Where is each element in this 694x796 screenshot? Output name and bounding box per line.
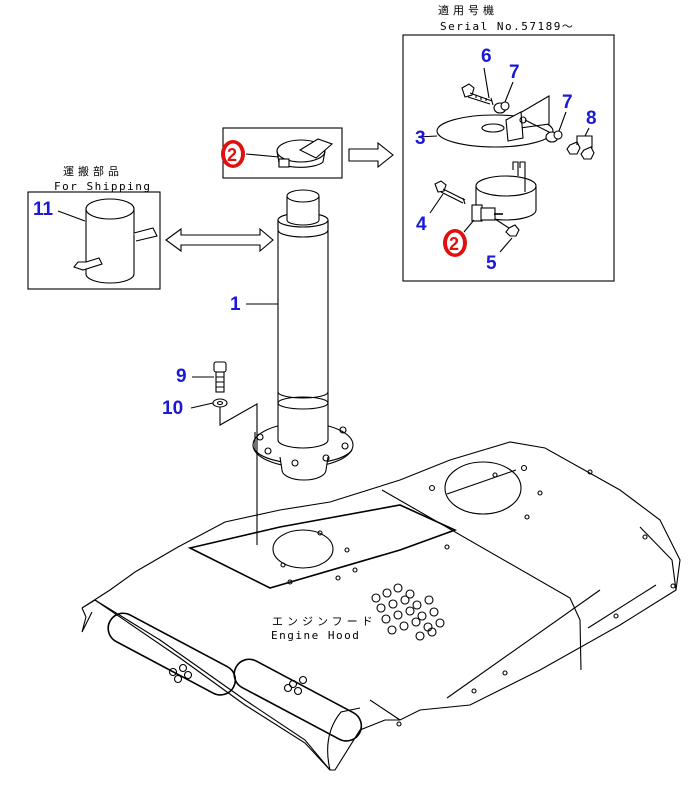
mounting-leader-line xyxy=(219,403,258,545)
shipping-caption-en: For Shipping xyxy=(54,180,151,193)
clamp-band-part xyxy=(471,161,537,222)
callout-3: 3 xyxy=(415,128,426,149)
plate-part-3 xyxy=(436,95,554,148)
exhaust-pipe-part-1 xyxy=(252,189,354,481)
callout-11: 11 xyxy=(33,199,54,220)
nut-part-5 xyxy=(494,218,520,237)
callout-7-upper: 7 xyxy=(509,62,520,83)
nut-part-8 xyxy=(566,127,595,160)
hood-label-en: Engine Hood xyxy=(271,629,360,642)
callout-4: 4 xyxy=(416,214,427,235)
callout-7-lower: 7 xyxy=(562,92,573,113)
vent-holes xyxy=(168,583,445,696)
arrow-right-icon xyxy=(348,141,394,169)
bolt-part-9 xyxy=(213,361,227,393)
collar-part-7-upper xyxy=(493,101,510,114)
double-arrow-icon xyxy=(165,227,274,253)
callout-2-cap: 2 xyxy=(227,145,237,165)
collar-part-7-lower xyxy=(524,119,563,143)
serial-detail-frame xyxy=(402,34,615,282)
serial-caption-en: Serial No.57189～ xyxy=(440,20,574,33)
callout-2-detail: 2 xyxy=(449,234,459,254)
shipping-caption-jp: 運搬部品 xyxy=(63,164,123,178)
rain-cap-part xyxy=(276,138,334,168)
washer-part-10 xyxy=(212,398,228,408)
shipping-frame xyxy=(27,191,161,290)
bolt-part-6 xyxy=(461,83,494,106)
serial-detail-panel: 適用号機 Serial No.57189～ 6 7 3 xyxy=(402,3,615,282)
engine-hood-part: エンジンフード Engine Hood xyxy=(81,441,681,771)
callout-6: 6 xyxy=(481,46,492,67)
mount-holes xyxy=(280,464,676,727)
callout-9: 9 xyxy=(176,366,187,387)
callout-10: 10 xyxy=(162,398,183,419)
hood-label-jp: エンジンフード xyxy=(272,615,377,628)
callout-8: 8 xyxy=(586,108,597,129)
cover-part-11 xyxy=(73,198,158,284)
bolt-part-4 xyxy=(434,180,466,205)
serial-caption-jp: 適用号機 xyxy=(438,3,498,17)
shipping-panel: 運搬部品 For Shipping 11 xyxy=(27,164,161,290)
rain-cap-panel: 2 xyxy=(221,127,343,179)
callout-1: 1 xyxy=(230,294,241,315)
callout-5: 5 xyxy=(486,253,497,274)
